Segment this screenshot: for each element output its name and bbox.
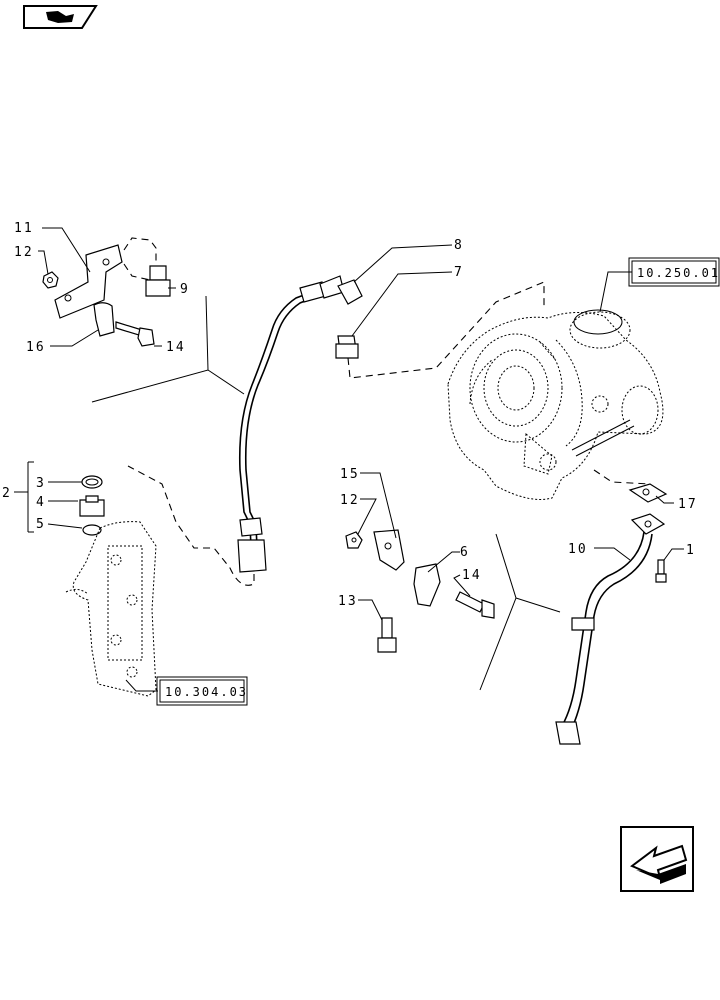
callout-11[interactable]: 11 <box>14 221 34 236</box>
callout-7[interactable]: 7 <box>454 265 464 280</box>
callout-labels: 11 12 16 14 9 8 7 2 3 4 5 15 12 6 13 14 … <box>2 221 698 609</box>
callout-4[interactable]: 4 <box>36 495 46 510</box>
leader-lines <box>14 227 684 692</box>
reference-turbo-label[interactable]: 10.250.01 <box>637 266 720 280</box>
callout-15[interactable]: 15 <box>340 467 360 482</box>
reference-block-label[interactable]: 10.304.03 <box>165 685 248 699</box>
callout-12-center[interactable]: 12 <box>340 493 360 508</box>
gasket-17 <box>628 483 668 503</box>
fittings-3-4-5 <box>79 475 105 536</box>
fitting-7 <box>335 335 359 359</box>
bolt-1 <box>657 559 665 575</box>
previous-arrow-icon[interactable] <box>620 826 694 892</box>
book-page-icon[interactable] <box>22 4 98 30</box>
callout-9[interactable]: 9 <box>180 282 190 297</box>
pipe-assembly <box>127 275 363 586</box>
callout-8[interactable]: 8 <box>454 238 464 253</box>
callout-14[interactable]: 14 <box>166 340 186 355</box>
callout-17[interactable]: 17 <box>678 497 698 512</box>
clamp-assembly <box>345 529 495 653</box>
callout-10[interactable]: 10 <box>568 542 588 557</box>
reference-turbo[interactable]: 10.250.01 <box>628 257 720 287</box>
callout-2[interactable]: 2 <box>2 486 12 501</box>
callout-14-center[interactable]: 14 <box>462 568 482 583</box>
bracket-assembly <box>42 237 171 347</box>
engine-block <box>65 521 157 697</box>
callout-13[interactable]: 13 <box>338 594 358 609</box>
callout-3[interactable]: 3 <box>36 476 46 491</box>
callout-16[interactable]: 16 <box>26 340 46 355</box>
callout-6[interactable]: 6 <box>460 545 470 560</box>
callout-1[interactable]: 1 <box>686 543 696 558</box>
drain-pipe <box>555 513 666 745</box>
callout-12[interactable]: 12 <box>14 245 34 260</box>
callout-5[interactable]: 5 <box>36 517 46 532</box>
reference-block[interactable]: 10.304.03 <box>156 676 248 706</box>
turbocharger <box>447 309 664 500</box>
